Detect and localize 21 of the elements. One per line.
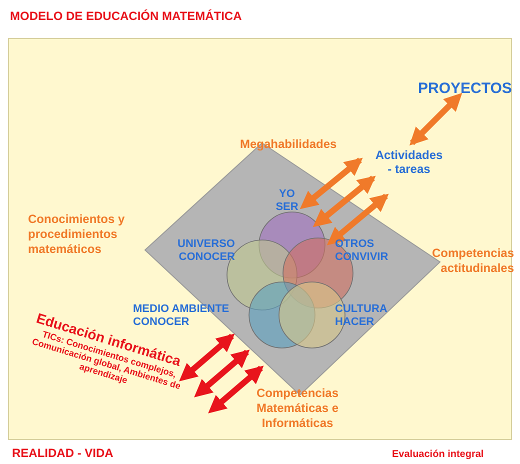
circle-label: YO SER	[267, 188, 307, 214]
text-label: Evaluación integral	[392, 448, 485, 461]
text-label: Competencias actitudinales	[430, 246, 514, 276]
double-arrow	[312, 176, 376, 228]
text-label: Competencias Matemáticas e Informáticas	[255, 386, 340, 431]
circle-label: MEDIO AMBIENTE CONOCER	[133, 303, 243, 329]
node-label: Actividades - tareas	[374, 148, 444, 176]
text-label: REALIDAD - VIDA	[12, 446, 114, 461]
double-arrow	[194, 350, 250, 398]
double-arrow	[326, 194, 389, 246]
node-label: PROYECTOS	[418, 80, 513, 97]
text-label: Conocimientos y procedimientos matemáticos	[28, 212, 126, 257]
double-arrow	[409, 92, 462, 146]
double-arrow	[208, 366, 264, 414]
circle-label: OTROS CONVIVIR	[335, 238, 403, 264]
circle-label: UNIVERSO CONOCER	[167, 238, 235, 264]
circle-label: CULTURA HACER	[335, 303, 395, 329]
double-arrow	[179, 334, 235, 382]
title: MODELO DE EDUCACIÓN MATEMÁTICA	[10, 10, 242, 23]
double-arrow	[300, 158, 363, 210]
text-label: Megahabilidades	[240, 137, 338, 152]
